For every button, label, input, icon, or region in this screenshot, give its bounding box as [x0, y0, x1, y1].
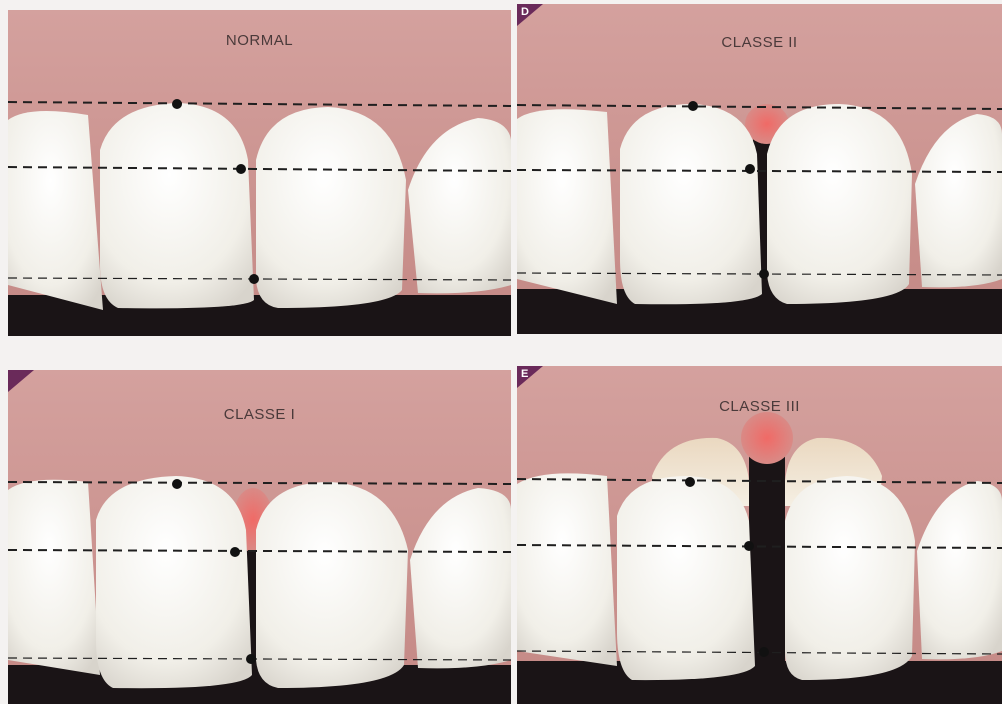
panel-title: CLASSE II	[517, 34, 1002, 51]
panel-classe-ii: D CLASSE II	[517, 4, 1002, 334]
panel-corner-tab	[8, 370, 34, 392]
panel-classe-i: CLASSE I	[8, 370, 511, 704]
panel-corner-tab: E	[517, 366, 543, 388]
panel-corner-letter: D	[521, 6, 529, 18]
panel-corner-tab: D	[517, 4, 543, 26]
panel-classe-ii-illustration	[517, 4, 1002, 334]
panel-title: NORMAL	[8, 32, 511, 49]
panel-corner-letter: E	[521, 368, 528, 380]
panel-title: CLASSE I	[8, 406, 511, 423]
panel-classe-iii: E CLASSE III	[517, 366, 1002, 704]
panel-normal: NORMAL	[8, 10, 511, 336]
panel-classe-iii-illustration	[517, 366, 1002, 704]
panel-normal-illustration	[8, 10, 511, 336]
panel-title: CLASSE III	[517, 398, 1002, 415]
